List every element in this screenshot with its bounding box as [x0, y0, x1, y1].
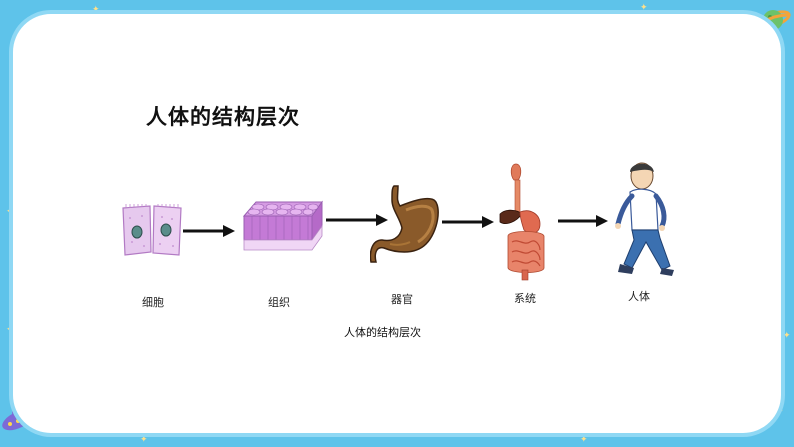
- star-decoration: ✦: [580, 435, 588, 445]
- stage-label-cell: 细胞: [142, 296, 164, 309]
- stomach-organ-icon: [370, 185, 439, 263]
- cell-icon: [122, 204, 182, 256]
- slide-title: 人体的结构层次: [146, 105, 300, 129]
- star-decoration: ✦: [6, 207, 14, 217]
- star-decoration: ✦: [776, 407, 784, 417]
- arrow-icon: [183, 225, 235, 237]
- star-decoration: ✦: [6, 325, 14, 335]
- star-decoration: ✦: [640, 3, 648, 13]
- digestive-system-icon: [499, 163, 545, 281]
- arrow-icon: [442, 216, 494, 228]
- human-body-icon: [615, 162, 674, 276]
- arrow-icon: [326, 214, 388, 226]
- stage-label-system: 系统: [514, 292, 536, 305]
- star-decoration: ✦: [140, 435, 148, 445]
- tissue-icon: [242, 200, 323, 251]
- star-decoration: ✦: [92, 5, 100, 15]
- arrow-icon: [558, 215, 608, 227]
- stage-label-human-body: 人体: [628, 290, 650, 303]
- figure-caption: 人体的结构层次: [344, 326, 421, 339]
- stage-label-tissue: 组织: [268, 296, 290, 309]
- star-decoration: ✦: [783, 331, 791, 341]
- stage-label-organ: 器官: [391, 293, 413, 306]
